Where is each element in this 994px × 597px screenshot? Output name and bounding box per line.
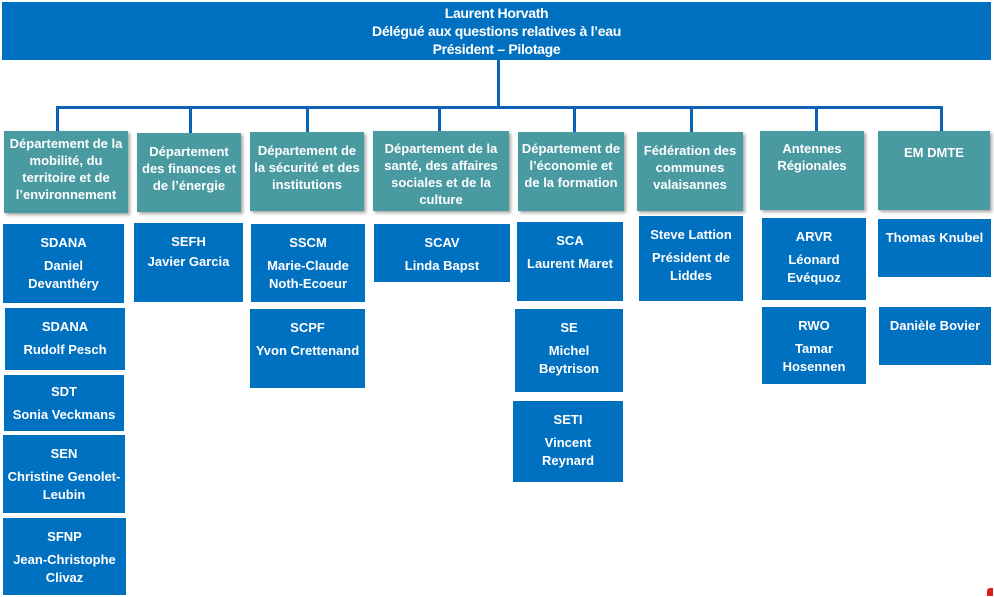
head-role: Délégué aux questions relatives à l’eau (372, 23, 621, 39)
corner-mark (987, 588, 993, 596)
department-federation-communes: Fédération des communes valaisannes (637, 132, 743, 211)
unit-person: Vincent Reynard (541, 435, 595, 468)
unit-box: ARVR Léonard Evéquoz (762, 218, 866, 300)
unit-box: SDANA Rudolf Pesch (5, 308, 125, 370)
unit-code: SCAV (424, 235, 460, 250)
unit-code: SCPF (290, 320, 325, 335)
connector-drop-6 (690, 106, 693, 133)
unit-person: Tamar Hosennen (782, 341, 846, 374)
unit-code: Danièle Bovier (889, 318, 981, 333)
unit-code: RWO (798, 318, 830, 333)
department-label: Département des finances et de l’énergie (142, 144, 236, 193)
unit-box: SDT Sonia Veckmans (4, 375, 124, 431)
unit-code: SETI (553, 412, 583, 427)
unit-code: SDANA (41, 319, 89, 334)
department-antennes-regionales: Antennes Régionales (760, 131, 864, 210)
head-name: Laurent Horvath (444, 5, 549, 21)
department-em-dmte: EM DMTE (878, 131, 990, 210)
unit-code: SEFH (171, 234, 206, 249)
unit-code: SSCM (289, 235, 327, 250)
department-label: EM DMTE (904, 145, 964, 160)
unit-person: Rudolf Pesch (23, 342, 107, 357)
department-sante: Département de la santé, des affaires so… (373, 131, 509, 211)
unit-box: Steve Lattion Président de Liddes (639, 216, 743, 301)
unit-person: Linda Bapst (404, 258, 480, 273)
connector-drop-7 (815, 106, 818, 133)
unit-code: SEN (50, 446, 78, 461)
unit-code: Thomas Knubel (885, 230, 984, 245)
unit-person: Daniel Devanthéry (28, 258, 99, 291)
department-finances: Département des finances et de l’énergie (137, 133, 241, 212)
unit-box: SEFH Javier Garcia (134, 223, 243, 302)
connector-drop-1 (56, 106, 59, 133)
department-securite: Département de la sécurité et des instit… (250, 132, 364, 211)
unit-box: Thomas Knubel (878, 219, 991, 277)
unit-person: Président de Liddes (651, 250, 731, 283)
unit-person: Yvon Crettenand (255, 343, 360, 358)
unit-person: Léonard Evéquoz (787, 252, 841, 285)
connector-drop-3 (306, 106, 309, 133)
unit-code: ARVR (795, 229, 833, 244)
unit-box: SE Michel Beytrison (515, 309, 623, 392)
unit-code: SDT (51, 384, 77, 399)
unit-code: SCA (556, 233, 584, 248)
unit-person: Marie-Claude Noth-Ecoeur (267, 258, 349, 291)
unit-person: Michel Beytrison (539, 343, 599, 376)
department-economie: Département de l’économie et de la forma… (518, 132, 624, 211)
head-box: Laurent Horvath Délégué aux questions re… (2, 2, 991, 60)
connector-drop-8 (940, 106, 943, 133)
unit-person: Christine Genolet-Leubin (7, 469, 121, 502)
unit-box: SSCM Marie-Claude Noth-Ecoeur (251, 224, 365, 302)
unit-box: SFNP Jean-Christophe Clivaz (3, 518, 126, 595)
unit-box: SEN Christine Genolet-Leubin (3, 435, 125, 513)
unit-box: SCPF Yvon Crettenand (250, 309, 365, 388)
unit-box: RWO Tamar Hosennen (762, 307, 866, 384)
department-label: Département de l’économie et de la forma… (521, 141, 621, 190)
connector-drop-2 (189, 106, 192, 133)
department-mobilite: Département de la mobilité, du territoir… (4, 131, 128, 213)
unit-box: Danièle Bovier (879, 307, 991, 365)
department-label: Département de la santé, des affaires so… (384, 141, 498, 207)
unit-code: SE (560, 320, 578, 335)
unit-box: SCA Laurent Maret (517, 222, 623, 301)
unit-box: SDANA Daniel Devanthéry (3, 224, 124, 303)
head-function: Président – Pilotage (432, 41, 561, 57)
unit-code: SFNP (47, 529, 82, 544)
unit-person: Laurent Maret (527, 256, 613, 271)
connector-drop-5 (573, 106, 576, 133)
connector-drop-4 (438, 106, 441, 133)
department-label: Antennes Régionales (777, 141, 847, 173)
unit-code: Steve Lattion (650, 227, 732, 242)
unit-code: SDANA (40, 235, 87, 250)
unit-box: SCAV Linda Bapst (374, 224, 510, 282)
connector-trunk (497, 60, 500, 108)
unit-box: SETI Vincent Reynard (513, 401, 623, 482)
unit-person: Javier Garcia (147, 254, 230, 269)
unit-person: Sonia Veckmans (12, 407, 116, 422)
unit-person: Jean-Christophe Clivaz (13, 552, 116, 585)
department-label: Département de la sécurité et des instit… (254, 143, 360, 192)
department-label: Département de la mobilité, du territoir… (9, 136, 123, 202)
department-label: Fédération des communes valaisannes (643, 143, 737, 192)
connector-bus (56, 106, 943, 109)
